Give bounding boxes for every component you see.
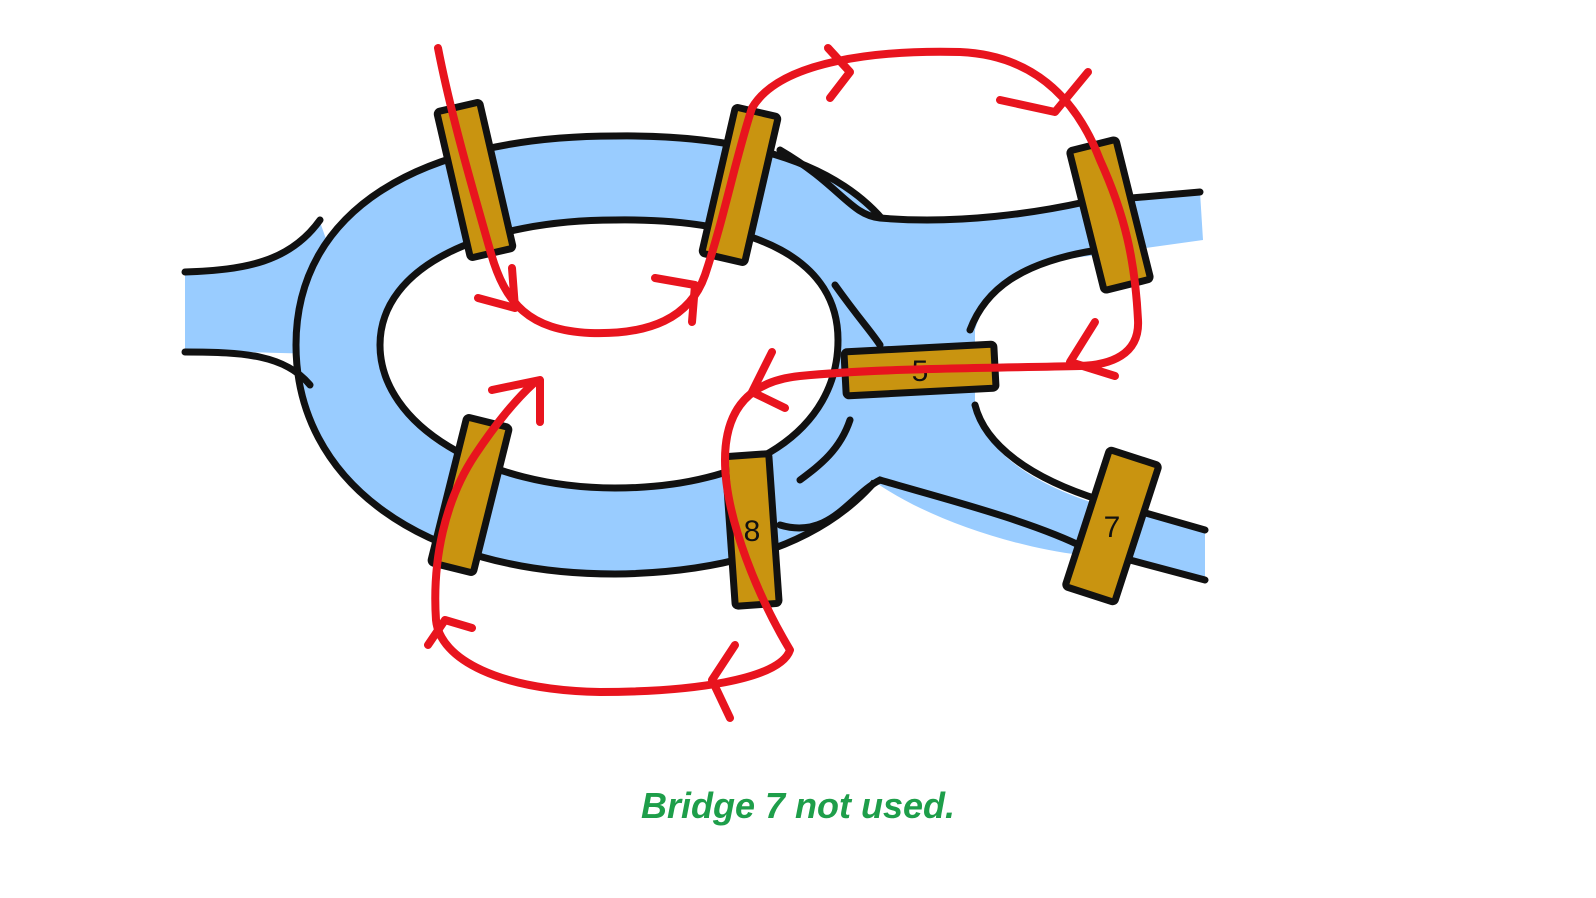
arrow-right-top xyxy=(824,44,854,102)
river-center-outline-mid-bottom xyxy=(796,401,1209,534)
bridge-7-label: 7 xyxy=(1104,511,1121,544)
arrow-down-6 xyxy=(996,68,1092,116)
river-center-outline-bottom xyxy=(776,476,1209,584)
river-left-outline xyxy=(181,216,324,389)
arrow-left-5 xyxy=(1066,318,1119,380)
bridge-4 xyxy=(427,414,513,576)
bridge-8: 8 xyxy=(721,450,783,610)
arrow-down-8 xyxy=(748,348,789,412)
river-center xyxy=(860,205,1100,555)
river-ring xyxy=(295,135,923,573)
arrow-left-bottom xyxy=(708,641,739,722)
caption: Bridge 7 not used. xyxy=(640,785,956,826)
river-center-outline-mid-top xyxy=(831,246,1102,349)
bridge-8-label: 8 xyxy=(744,515,761,548)
walk-path xyxy=(431,44,1143,696)
arrow-final xyxy=(488,376,544,426)
arrow-up-left xyxy=(424,616,476,649)
arrow-up-2 xyxy=(651,274,699,326)
arrow-down-1 xyxy=(474,264,519,312)
river-center-outline-top xyxy=(776,146,1204,224)
bridge-7: 7 xyxy=(1062,446,1162,606)
